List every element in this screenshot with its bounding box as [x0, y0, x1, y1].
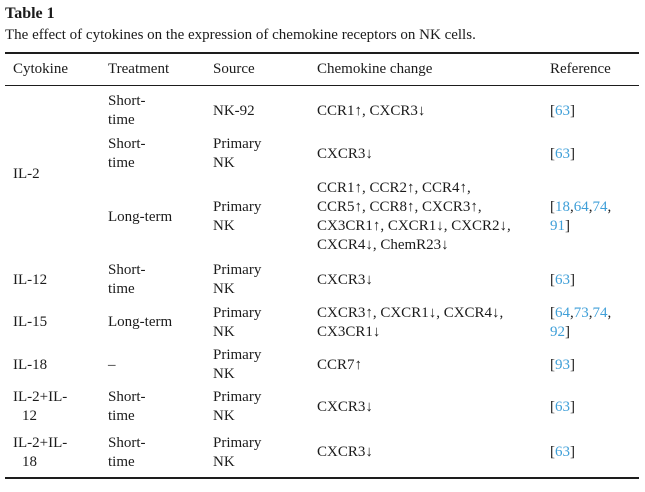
citation-link[interactable]: 93 — [555, 356, 570, 373]
column-header-treatment: Treatment — [108, 61, 170, 78]
cell-cytokine: IL-18 — [13, 356, 48, 373]
citation-link[interactable]: 63 — [555, 398, 570, 415]
paper-table-figure: Table 1 The effect of cytokines on the e… — [5, 5, 639, 479]
table-title: Table 1 — [5, 5, 55, 22]
citation-link[interactable]: 18 — [555, 199, 570, 215]
table-row: IL-12 Short- time Primary NK CXCR3↓ [63] — [5, 259, 639, 301]
cell-chemokine-change: CCR1↑, CXCR3↓ — [317, 102, 426, 119]
citation-link[interactable]: 63 — [555, 271, 570, 288]
cell-chemokine-change: CCR7↑ — [317, 356, 363, 373]
cell-cytokine: IL-2+IL- 18 — [13, 434, 68, 470]
cell-source: NK-92 — [213, 102, 255, 119]
cell-chemokine-change: CXCR3↓ — [317, 145, 373, 162]
cell-reference: [18,64,74,91] — [550, 199, 612, 234]
citation-link[interactable]: 74 — [592, 199, 608, 215]
citation-link[interactable]: 64 — [555, 304, 570, 321]
table-row: IL-2+IL- 18 Short- time Primary NK CXCR3… — [5, 428, 639, 478]
citation-link[interactable]: 64 — [573, 199, 589, 215]
cell-treatment: Short- time — [108, 389, 146, 424]
cell-reference: [64,73,74,92] — [550, 304, 612, 340]
cell-treatment: Short- time — [108, 434, 146, 470]
citation-link[interactable]: 63 — [555, 444, 570, 460]
column-header-reference: Reference — [550, 61, 611, 78]
cell-treatment: – — [108, 356, 116, 373]
cell-source: Primary NK — [213, 199, 262, 234]
cell-reference: [63] — [550, 398, 575, 415]
citation-link[interactable]: 74 — [592, 304, 608, 321]
cell-reference: [63] — [550, 145, 575, 162]
cell-source: Primary NK — [213, 136, 262, 171]
cell-reference: [93] — [550, 356, 575, 373]
table-row: IL-18 – Primary NK CCR7↑ [93] — [5, 344, 639, 386]
citation-link[interactable]: 91 — [550, 218, 565, 234]
cell-treatment: Short- time — [108, 136, 146, 171]
column-header-chemokine-change: Chemokine change — [317, 61, 433, 78]
header-row: Cytokine Treatment Source Chemokine chan… — [5, 53, 639, 85]
cell-chemokine-change: CXCR3↓ — [317, 444, 373, 460]
cell-treatment: Short- time — [108, 262, 146, 297]
cell-source: Primary NK — [213, 304, 262, 340]
cell-source: Primary NK — [213, 389, 262, 424]
column-header-source: Source — [213, 61, 255, 78]
cell-cytokine: IL-2+IL- 12 — [13, 389, 68, 424]
cell-treatment: Long-term — [108, 314, 173, 330]
citation-link[interactable]: 92 — [550, 323, 565, 340]
cytokine-chemokine-table: Cytokine Treatment Source Chemokine chan… — [5, 52, 639, 479]
citation-link[interactable]: 73 — [573, 304, 589, 321]
table-row: IL-2 Short- time NK-92 CCR1↑, CXCR3↓ [63… — [5, 85, 639, 182]
cell-chemokine-change: CCR1↑, CCR2↑, CCR4↑, CCR5↑, CCR8↑, CXCR3… — [317, 180, 511, 253]
cell-cytokine: IL-15 — [13, 314, 48, 330]
cell-reference: [63] — [550, 444, 575, 460]
cell-treatment: Short- time — [108, 93, 146, 129]
cell-cytokine: IL-2 — [13, 165, 40, 182]
table-caption: The effect of cytokines on the expressio… — [5, 27, 476, 43]
cell-chemokine-change: CXCR3↑, CXCR1↓, CXCR4↓, CX3CR1↓ — [317, 304, 504, 340]
table-row: IL-15 Long-term Primary NK CXCR3↑, CXCR1… — [5, 301, 639, 344]
table-row: Long-term Primary NK CCR1↑, CCR2↑, CCR4↑… — [5, 175, 639, 259]
citation-link[interactable]: 63 — [555, 102, 570, 119]
cell-cytokine: IL-12 — [13, 271, 48, 288]
table-row: Short- time Primary NK CXCR3↓ [63] — [5, 133, 639, 175]
cell-chemokine-change: CXCR3↓ — [317, 398, 373, 415]
column-header-cytokine: Cytokine — [13, 61, 68, 78]
cell-treatment: Long-term — [108, 208, 173, 225]
cell-source: Primary NK — [213, 434, 262, 470]
cell-chemokine-change: CXCR3↓ — [317, 271, 373, 288]
cell-source: Primary NK — [213, 262, 262, 297]
cell-reference: [63] — [550, 102, 575, 119]
table-row: IL-2+IL- 12 Short- time Primary NK CXCR3… — [5, 386, 639, 428]
citation-link[interactable]: 63 — [555, 145, 570, 162]
cell-source: Primary NK — [213, 347, 262, 382]
cell-reference: [63] — [550, 271, 575, 288]
